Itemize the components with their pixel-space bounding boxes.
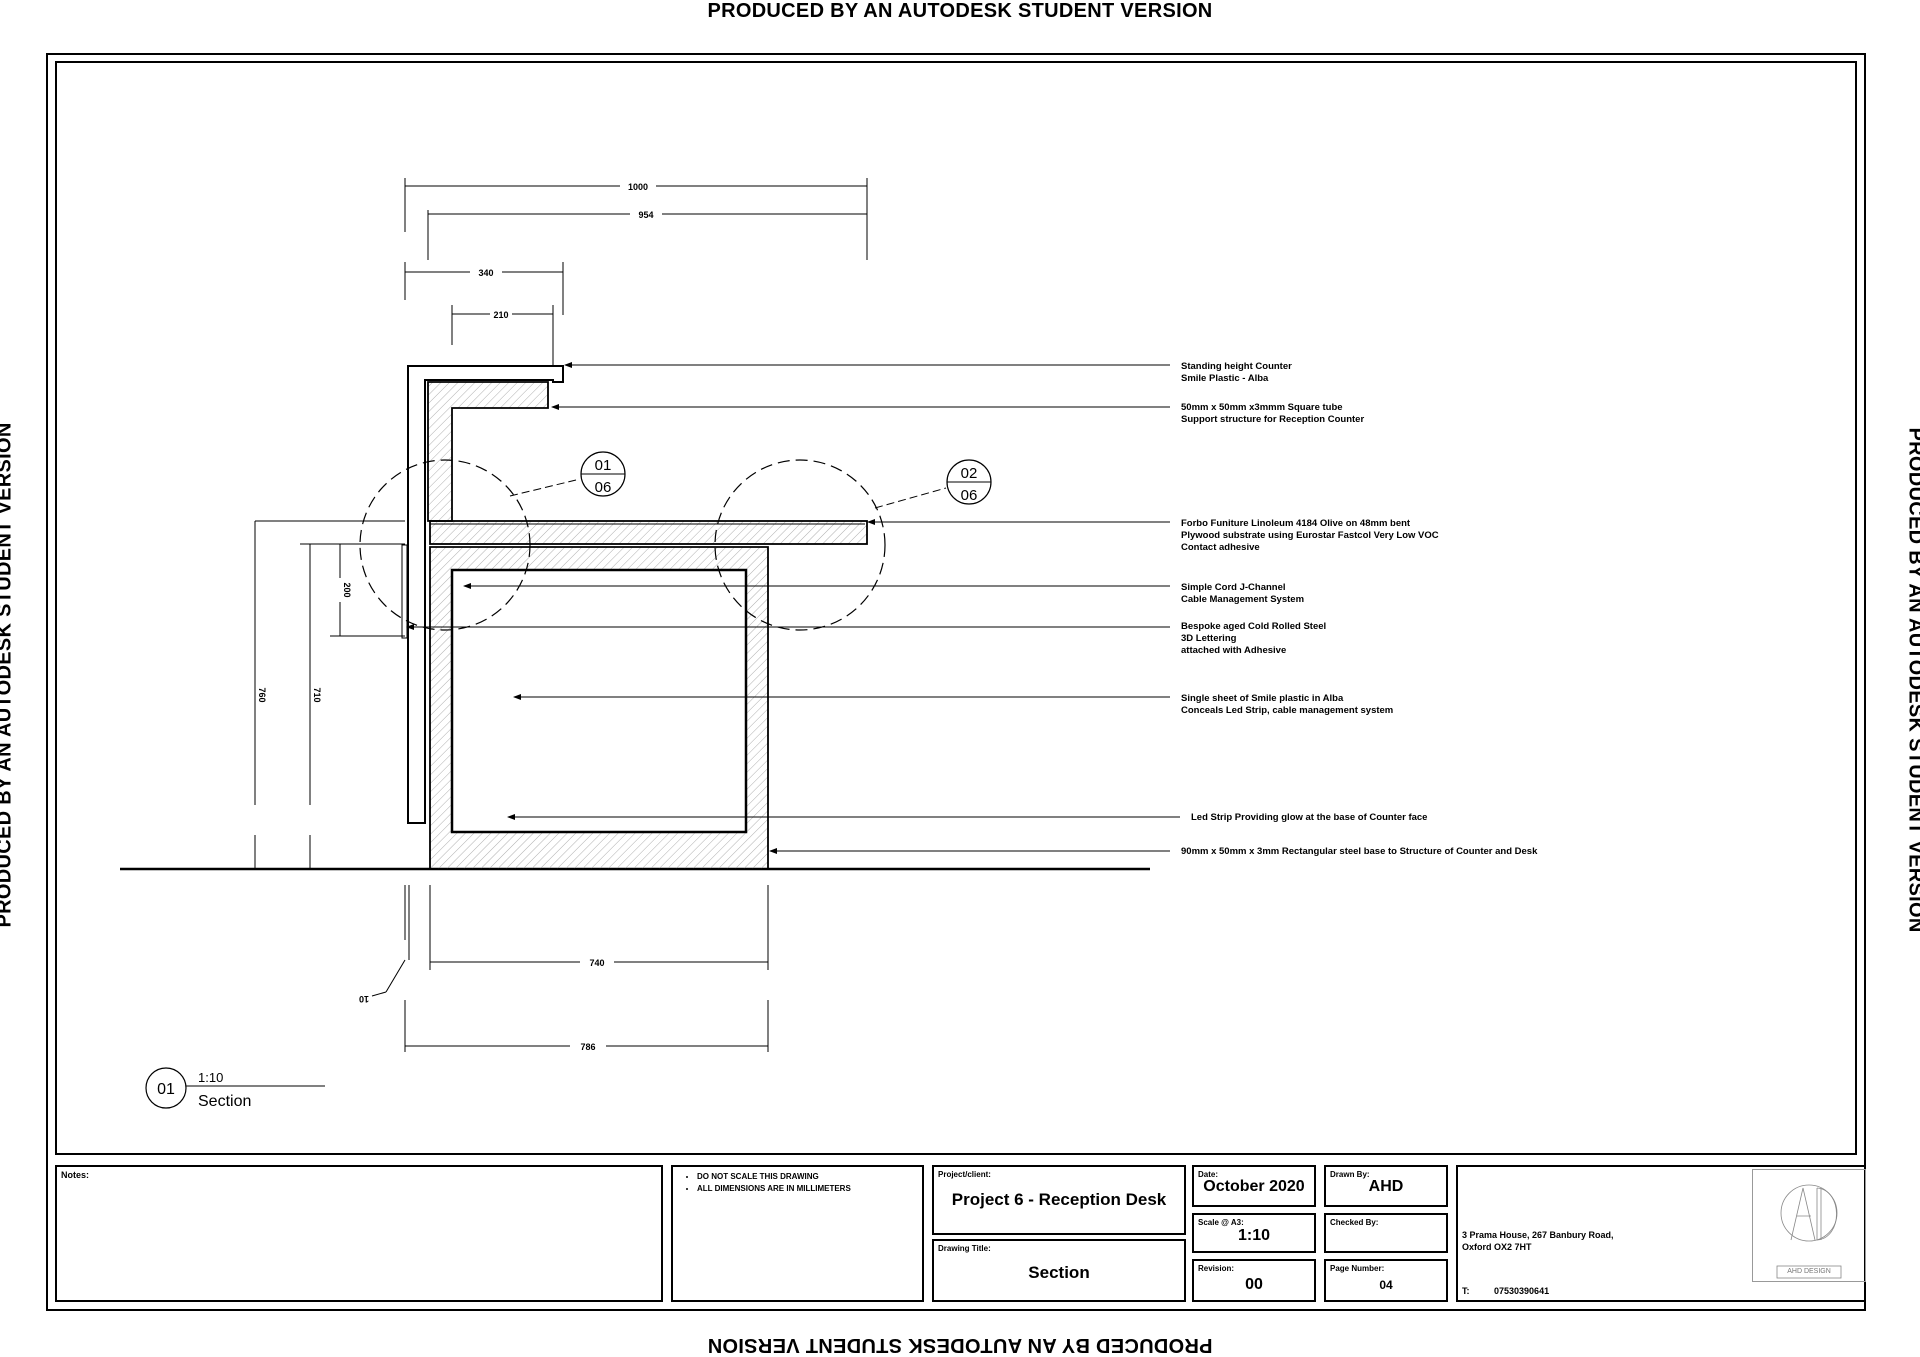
- annotation-j-channel: Simple Cord J-Channel Cable Management S…: [1181, 582, 1304, 605]
- view-name: Section: [198, 1093, 251, 1110]
- svg-text:Smile Plastic - Alba: Smile Plastic - Alba: [1181, 373, 1269, 384]
- annotation-steel-base: 90mm x 50mm x 3mm Rectangular steel base…: [1181, 846, 1538, 857]
- svg-text:Bespoke aged Cold Rolled Steel: Bespoke aged Cold Rolled Steel: [1181, 621, 1326, 632]
- svg-text:Contact adhesive: Contact adhesive: [1181, 542, 1260, 553]
- project-box: Project/client: Project 6 - Reception De…: [932, 1165, 1186, 1235]
- drawing-title-value: Section: [1028, 1263, 1090, 1282]
- callout-01-bottom: 06: [595, 479, 612, 496]
- dim-710: 710: [312, 687, 322, 702]
- svg-text:Forbo Funiture Linoleum 4184 O: Forbo Funiture Linoleum 4184 Olive on 48…: [1181, 518, 1411, 529]
- steel-lettering: [401, 544, 408, 639]
- address-line-1: 3 Prama House, 267 Banbury Road,: [1462, 1230, 1614, 1240]
- project-value: Project 6 - Reception Desk: [951, 1190, 1167, 1209]
- svg-text:Standing height Counter: Standing height Counter: [1181, 361, 1292, 372]
- logo-mark-icon: [1776, 1184, 1842, 1279]
- revision-value: 00: [1245, 1276, 1263, 1293]
- annotation-square-tube: 50mm x 50mm x3mmm Square tube Support st…: [1181, 402, 1364, 425]
- svg-text:Support structure for Receptio: Support structure for Reception Counter: [1181, 414, 1364, 425]
- revision-box: Revision: 00: [1192, 1259, 1316, 1302]
- dim-10: 10: [359, 994, 369, 1004]
- scale-value: 1:10: [1237, 1227, 1271, 1244]
- dim-1000: 1000: [628, 182, 648, 192]
- callout-02-top: 02: [961, 465, 978, 482]
- scale-label: Scale @ A3:: [1198, 1218, 1244, 1227]
- annotation-linoleum: Forbo Funiture Linoleum 4184 Olive on 48…: [1181, 518, 1439, 553]
- page-number-label: Page Number:: [1330, 1264, 1385, 1273]
- date-label: Date:: [1198, 1170, 1219, 1179]
- svg-text:90mm x 50mm x 3mm Rectangular: 90mm x 50mm x 3mm Rectangular steel base…: [1181, 846, 1538, 857]
- detail-callout-01: 01 06: [580, 451, 626, 497]
- drawing-title-label: Drawing Title:: [938, 1244, 991, 1253]
- annotation-steel-lettering: Bespoke aged Cold Rolled Steel 3D Letter…: [1181, 621, 1326, 656]
- scale-box: Scale @ A3: 1:10: [1192, 1213, 1316, 1253]
- view-scale: 1:10: [198, 1070, 223, 1085]
- detail-circle-02: [714, 459, 886, 631]
- detail-callout-02: 02 06: [946, 459, 992, 505]
- svg-text:Led Strip Providing glow at th: Led Strip Providing glow at the base of …: [1191, 812, 1427, 823]
- checked-by-label: Checked By:: [1330, 1218, 1379, 1227]
- svg-text:3D Lettering: 3D Lettering: [1181, 633, 1237, 644]
- view-number: 01: [157, 1081, 175, 1098]
- dim-210: 210: [493, 310, 508, 320]
- watermark-top: PRODUCED BY AN AUTODESK STUDENT VERSION: [707, 0, 1213, 22]
- annotation-smile-plastic-sheet: Single sheet of Smile plastic in Alba Co…: [1181, 693, 1393, 716]
- callout-01-top: 01: [595, 457, 612, 474]
- general-notes-box: DO NOT SCALE THIS DRAWING ALL DIMENSIONS…: [671, 1165, 924, 1302]
- company-box: [1456, 1165, 1866, 1302]
- sheet-border-outer: [46, 53, 1866, 1311]
- svg-text:Cable Management System: Cable Management System: [1181, 594, 1304, 605]
- dim-740: 740: [589, 958, 604, 968]
- dim-760: 760: [257, 687, 267, 702]
- date-value: October 2020: [1203, 1178, 1305, 1195]
- phone-value: 07530390641: [1494, 1286, 1550, 1296]
- general-notes-list: DO NOT SCALE THIS DRAWING ALL DIMENSIONS…: [685, 1171, 851, 1195]
- company-phone: T: 07530390641: [1462, 1286, 1549, 1296]
- logo-text: AHD DESIGN: [1787, 1268, 1831, 1275]
- dim-340: 340: [478, 268, 493, 278]
- svg-text:Plywood substrate using Eurost: Plywood substrate using Eurostar Fastcol…: [1181, 530, 1439, 541]
- page-number-value: 04: [1379, 1278, 1393, 1292]
- drawing-area-border: [55, 61, 1857, 1155]
- company-address: 3 Prama House, 267 Banbury Road, Oxford …: [1462, 1229, 1614, 1253]
- drawing-title-box: Drawing Title: Section: [932, 1239, 1186, 1302]
- page-number-box: Page Number: 04: [1324, 1259, 1448, 1302]
- general-note: DO NOT SCALE THIS DRAWING: [697, 1171, 851, 1183]
- svg-text:50mm x 50mm x3mmm Square tube: 50mm x 50mm x3mmm Square tube: [1181, 402, 1343, 413]
- callout-02-bottom: 06: [961, 487, 978, 504]
- general-note: ALL DIMENSIONS ARE IN MILLIMETERS: [697, 1183, 851, 1195]
- checked-by-box: Checked By:: [1324, 1213, 1448, 1253]
- phone-label: T:: [1462, 1286, 1470, 1296]
- view-title: 01 1:10 Section: [145, 1067, 325, 1110]
- notes-box: Notes:: [55, 1165, 663, 1302]
- svg-text:attached with Adhesive: attached with Adhesive: [1181, 645, 1286, 656]
- dim-786: 786: [580, 1042, 595, 1052]
- project-label: Project/client:: [938, 1170, 991, 1179]
- annotation-led-strip: Led Strip Providing glow at the base of …: [1191, 812, 1427, 823]
- upper-support-tube: [427, 381, 549, 522]
- dim-954: 954: [638, 210, 653, 220]
- date-box: Date: October 2020: [1192, 1165, 1316, 1207]
- detail-circle-01: [359, 459, 531, 631]
- address-line-2: Oxford OX2 7HT: [1462, 1242, 1532, 1252]
- company-logo: AHD DESIGN: [1752, 1169, 1866, 1282]
- notes-label: Notes:: [61, 1170, 90, 1180]
- drawn-by-value: AHD: [1368, 1178, 1404, 1195]
- dim-200: 200: [342, 582, 352, 597]
- front-panel: [407, 365, 564, 824]
- drawn-by-box: Drawn By: AHD: [1324, 1165, 1448, 1207]
- revision-label: Revision:: [1198, 1264, 1235, 1273]
- svg-text:Conceals Led Strip, cable mana: Conceals Led Strip, cable management sys…: [1181, 705, 1393, 716]
- drawn-by-label: Drawn By:: [1330, 1170, 1370, 1179]
- svg-text:Single sheet of Smile plastic: Single sheet of Smile plastic in Alba: [1181, 693, 1344, 704]
- svg-text:Simple Cord J-Channel: Simple Cord J-Channel: [1181, 582, 1286, 593]
- desk-top: [429, 520, 868, 545]
- annotation-standing-counter: Standing height Counter Smile Plastic - …: [1181, 361, 1292, 384]
